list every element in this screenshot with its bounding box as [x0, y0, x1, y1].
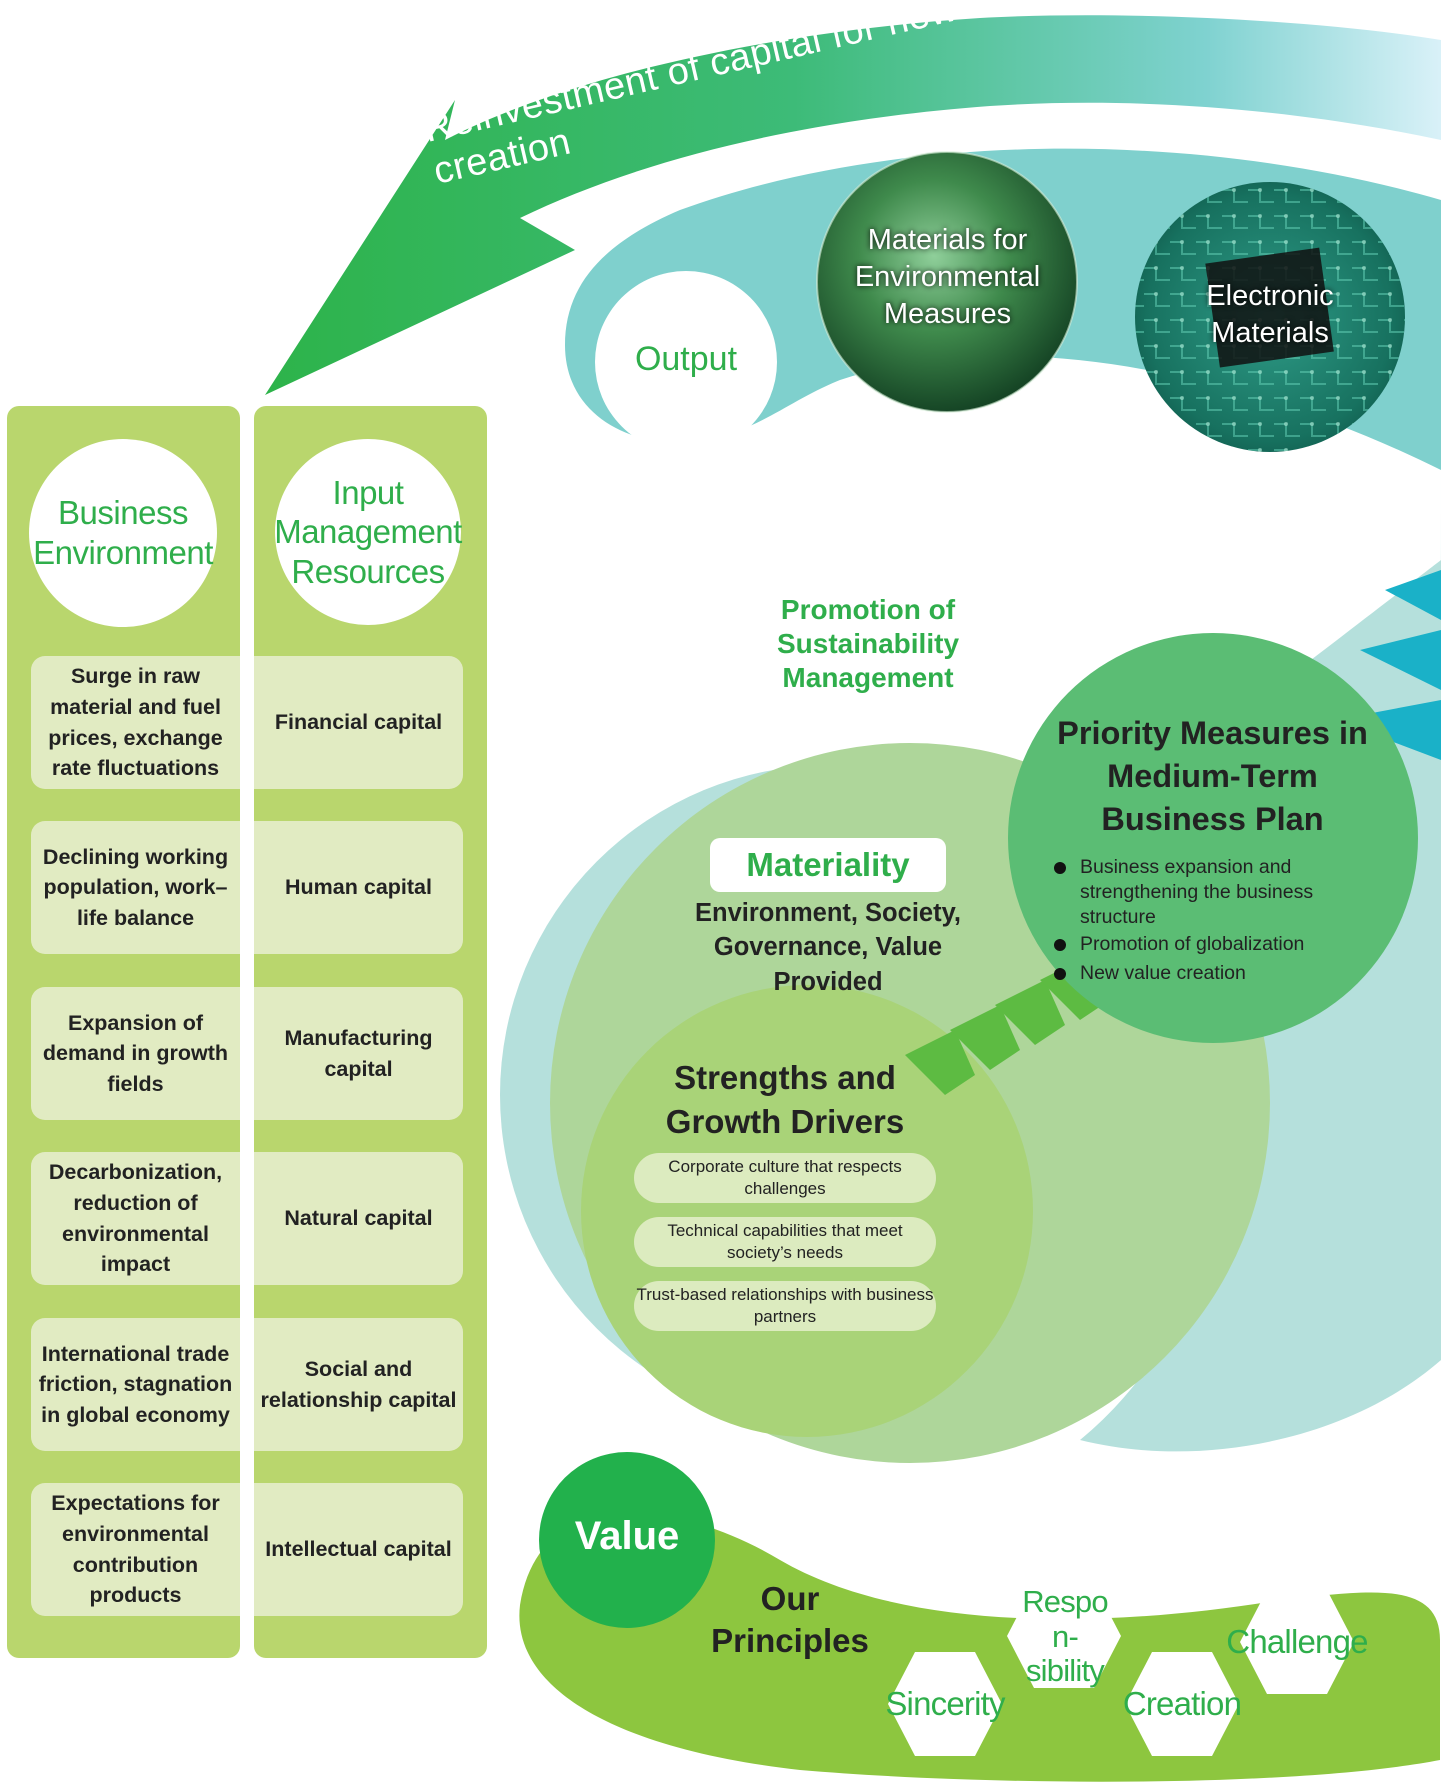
reinvestment-arrow [265, 15, 1441, 396]
principles-label: Our Principles [711, 1580, 869, 1659]
sustainability-label: Promotion of Sustainability Management [776, 593, 960, 694]
input-item: Social and relationship capital [254, 1318, 463, 1451]
strengths-item: Technical capabilities that meet society… [634, 1217, 936, 1267]
principle-creation: Creation [1122, 1685, 1242, 1723]
business-environment-item: Declining working population, work–life … [31, 821, 240, 954]
business-environment-item: International trade friction, stagnation… [31, 1318, 240, 1451]
value-circle [539, 1452, 715, 1628]
strengths-title: Strengths and Growth Drivers [665, 1059, 905, 1140]
output-circle [595, 271, 777, 453]
principle-challenge: Challenge [1226, 1623, 1368, 1661]
business-environment-item: Expansion of demand in growth fields [31, 987, 240, 1120]
value-label: Value [574, 1514, 680, 1558]
input-item: Manufacturing capital [254, 987, 463, 1120]
strengths-item: Trust-based relationships with business … [634, 1281, 936, 1331]
priority-bullet: Promotion of globalization [1054, 932, 1380, 957]
business-environment-item: Expectations for environmental contribut… [31, 1483, 240, 1616]
output-item-electronic: Electronic Materials [1206, 280, 1334, 350]
strengths-item: Corporate culture that respects challeng… [634, 1153, 936, 1203]
priority-bullet: New value creation [1054, 961, 1380, 986]
sustainability-box: Promotion of Sustainability Management [716, 587, 1020, 701]
business-environment-item: Surge in raw material and fuel prices, e… [31, 656, 240, 789]
principle-responsibility-text: Respon-sibility [1022, 1583, 1108, 1689]
strengths-circle [581, 985, 1033, 1437]
priority-bullet: Business expansion and strengthening the… [1054, 855, 1350, 930]
business-environment-title: Business Environment [29, 439, 217, 627]
materiality-title-box: Materiality [710, 838, 946, 892]
principle-sincerity: Sincerity [885, 1685, 1005, 1723]
input-item: Financial capital [254, 656, 463, 789]
input-item: Human capital [254, 821, 463, 954]
input-item: Natural capital [254, 1152, 463, 1285]
principle-hexagons [888, 1584, 1354, 1756]
materiality-text: Environment, Society, Governance, Value … [695, 899, 961, 996]
input-title: Input Management Resources [274, 439, 462, 625]
output-item-environmental: Materials for Environmental Measures [854, 224, 1041, 331]
principle-responsibility: Respon-sibility [1010, 1583, 1120, 1689]
business-environment-item: Decarbonization, reduction of environmen… [31, 1152, 240, 1285]
priority-title: Priority Measures in Medium-Term Busines… [1057, 715, 1368, 837]
input-item: Intellectual capital [254, 1483, 463, 1616]
priority-circle [1008, 633, 1418, 1043]
materiality-title: Materiality [746, 846, 910, 883]
environmental-materials-photo [817, 152, 1077, 412]
output-label: Output [634, 340, 738, 378]
